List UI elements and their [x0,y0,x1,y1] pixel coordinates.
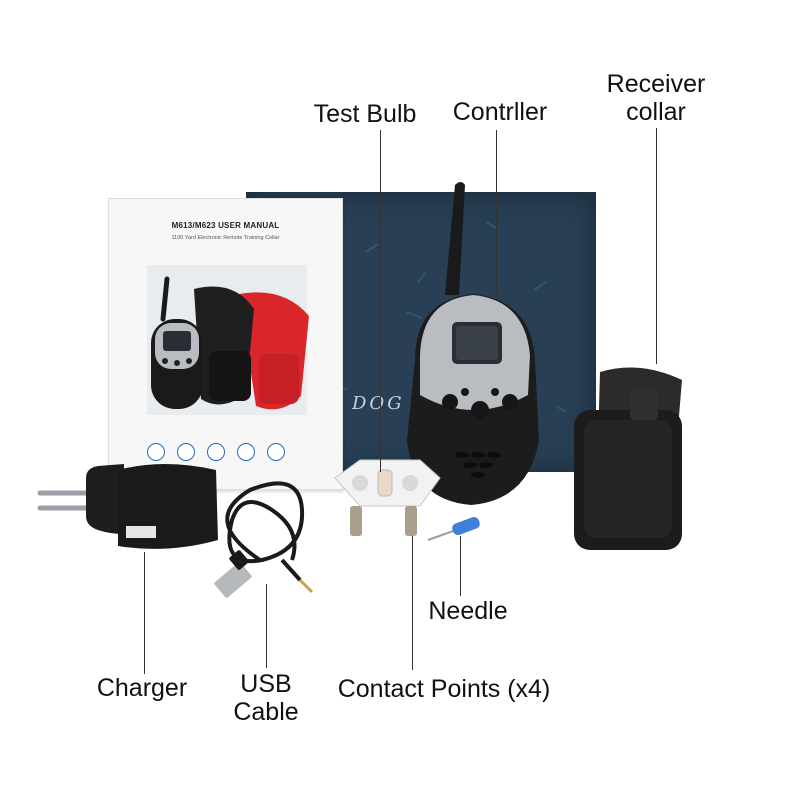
manual-title: M613/M623 USER MANUAL [171,221,280,230]
callout-line-controller [496,130,497,295]
label-controller: Contrller [452,98,548,126]
label-receiver-collar: Receiver collar [606,70,706,126]
manual-feature-icons [147,443,285,461]
callout-line-charger [144,552,145,674]
label-charger: Charger [96,674,188,702]
label-contact-points: Contact Points (x4) [337,675,551,703]
label-test-bulb: Test Bulb [313,100,417,128]
shock-icon [237,443,255,461]
needle-tool [427,516,480,541]
usb-cable [214,481,314,598]
receiver-collar [574,367,682,550]
battery-icon [177,443,195,461]
manual-subtitle: 1100 Yard Electronic Remote Training Col… [171,235,280,241]
sound-icon [267,443,285,461]
callout-line-contact-points [412,536,413,670]
manual-product-photo [147,265,309,415]
label-needle: Needle [428,597,508,625]
charger-adapter [37,464,218,549]
controller-device [407,182,539,505]
waterproof-icon [207,443,225,461]
test-bulb [334,459,441,536]
callout-line-usb-cable [266,584,267,668]
user-manual: M613/M623 USER MANUAL 1100 Yard Electron… [108,198,343,490]
callout-line-test-bulb [380,130,381,472]
callout-line-receiver-collar [656,128,657,364]
yard-range-icon [147,443,165,461]
callout-line-needle [460,536,461,596]
label-usb-cable: USB Cable [233,670,299,726]
